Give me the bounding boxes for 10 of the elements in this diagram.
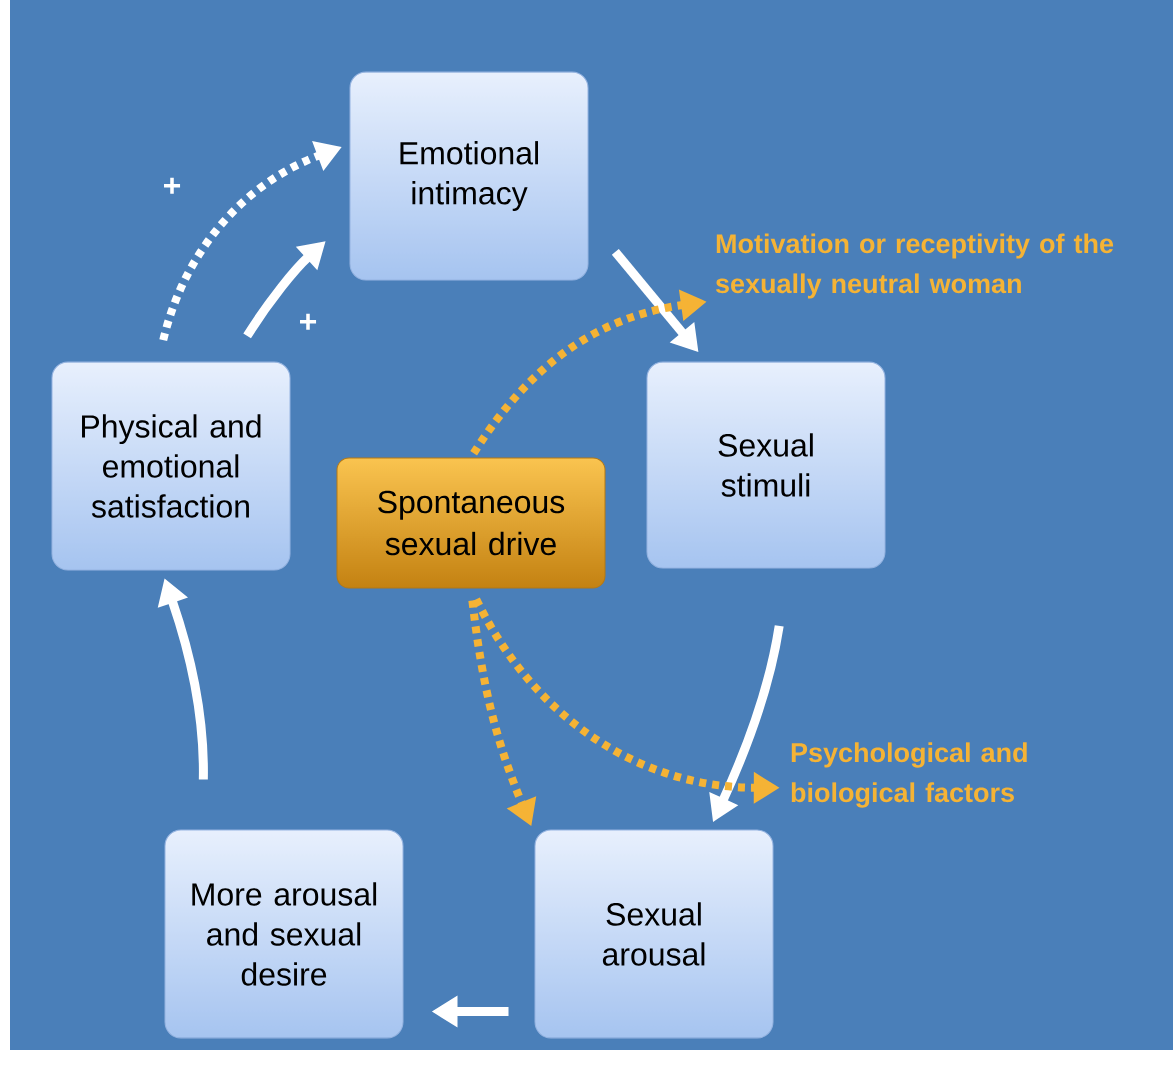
process-box: Sexual stimuli	[646, 361, 886, 569]
factor-text: Motivation or receptivity of the sexually neutral woman	[715, 233, 1114, 299]
process-box: Physical and emotional satisfaction	[51, 361, 291, 571]
drive-box: Spontaneous sexual drive	[336, 457, 606, 589]
process-box: More arousal and sexual desire	[164, 829, 404, 1039]
edge-label: +	[164, 177, 181, 194]
process-box: Sexual arousal	[534, 829, 774, 1039]
edge-label: +	[300, 313, 317, 330]
factor-text: Psychological and biological factors	[791, 742, 1027, 808]
process-box: Emotional intimacy	[349, 71, 589, 281]
